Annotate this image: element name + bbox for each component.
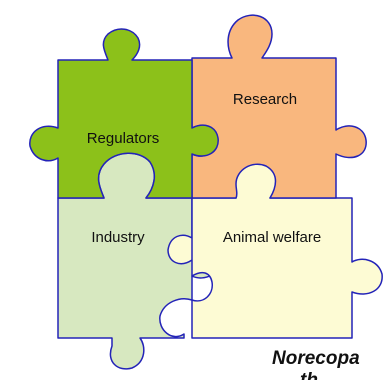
industry-label: Industry xyxy=(91,229,145,246)
animal-welfare-label: Animal welfare xyxy=(223,229,321,246)
regulators-label: Regulators xyxy=(87,130,160,147)
research-label: Research xyxy=(233,91,297,108)
puzzle-piece-regulators xyxy=(29,28,219,199)
brand-text-line1: Norecopa xyxy=(272,348,360,369)
brand-text-line2: th xyxy=(300,370,318,380)
